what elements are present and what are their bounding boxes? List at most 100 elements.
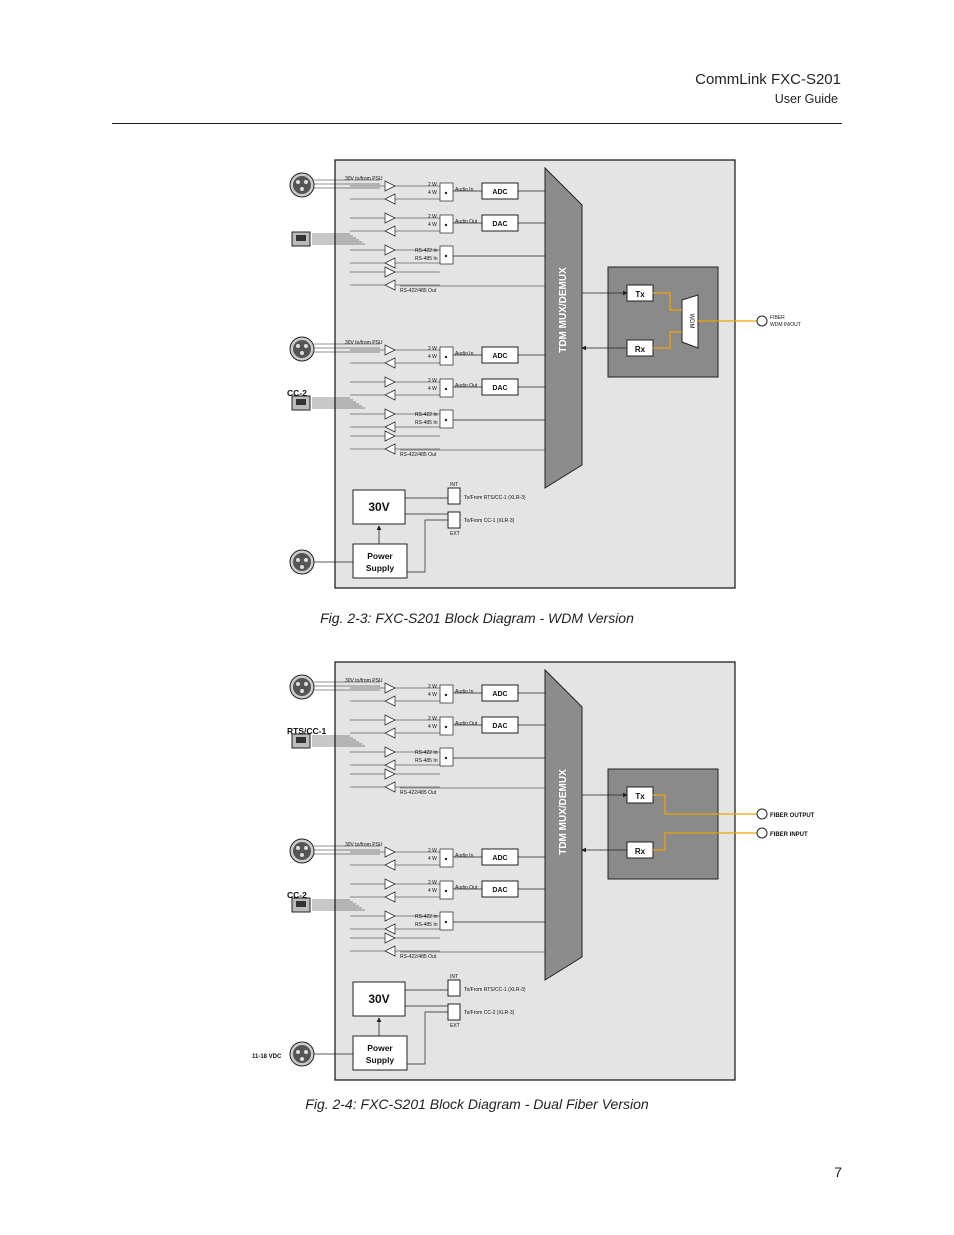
wire-label: 2 W [428, 848, 437, 854]
signal-label: Audio Out [455, 721, 478, 727]
adc-label: ADC [492, 855, 507, 862]
signal-label: RS-422/485 Out [400, 954, 437, 960]
int-ext-switch [447, 1003, 461, 1021]
wire-label: 2 W [428, 684, 437, 690]
wire-label: 4 W [428, 386, 437, 392]
block-diagram: RTS/CC-1 30V to/from PSU 2 W 4 W Audio In 2 W… [252, 661, 815, 1081]
tdm-mux-block [544, 166, 583, 489]
tx-label: Tx [635, 290, 645, 299]
mux-label: TDM MUX/DEMUX [558, 769, 569, 855]
power-label: Power [367, 551, 393, 561]
wire-label: RS-485 In [415, 758, 438, 764]
dac-label: DAC [492, 221, 507, 228]
wire-label: RS-485 In [415, 256, 438, 262]
signal-label: Audio In [455, 853, 474, 859]
fiber-label: WDM IN/OUT [770, 322, 801, 328]
adc-label: ADC [492, 353, 507, 360]
wire-label: 4 W [428, 354, 437, 360]
power-supply-block [352, 543, 408, 579]
rj45-connector-icon [291, 897, 311, 913]
figure-dual-fiber-caption: Fig. 2-4: FXC-S201 Block Diagram - Dual … [305, 1096, 649, 1112]
signal-label: Audio In [455, 187, 474, 193]
signal-label: Audio In [455, 689, 474, 695]
dac-label: DAC [492, 385, 507, 392]
power-input-connector-icon [289, 1041, 315, 1067]
wire-label: 4 W [428, 692, 437, 698]
wire-label: RS-422 In [415, 750, 438, 756]
wire-label: 4 W [428, 222, 437, 228]
signal-label: Audio Out [455, 219, 478, 225]
wire-label: 2 W [428, 346, 437, 352]
power-supply-block [352, 1035, 408, 1071]
port-label: CC-2 [287, 890, 307, 900]
fiber-connector-icon [756, 808, 768, 820]
xlr-connector-icon [289, 172, 315, 198]
wire-label: 4 W [428, 724, 437, 730]
optical-module [607, 266, 719, 378]
ext-ref-label: To/From RTS/CC-1 (XLR-3) [464, 987, 526, 993]
rj45-connector-icon [291, 231, 311, 247]
block-diagram: 30V to/from PSU 2 W 4 W Audio In 2 W 4 W Audio… [287, 159, 801, 589]
supply-label: Supply [366, 1055, 395, 1065]
page-number: 7 [834, 1164, 842, 1180]
wire-label: 4 W [428, 856, 437, 862]
adc-label: ADC [492, 189, 507, 196]
figure-dual-fiber-diagram: RTS/CC-1 30V to/from PSU 2 W 4 W Audio In 2 W… [250, 652, 850, 1097]
dac-label: DAC [492, 723, 507, 730]
int-ext-switch [447, 511, 461, 529]
fiber-label: FIBER INPUT [770, 832, 808, 838]
psu-input-label: 11-18 VDC [252, 1054, 282, 1060]
wire-label: RS-422 In [415, 914, 438, 920]
fiber-connector-icon [756, 315, 768, 327]
fiber-connector-icon [756, 827, 768, 839]
adc-label: ADC [492, 691, 507, 698]
wdm-label: WDM [688, 314, 694, 329]
power-note: 30V to/from PSU [345, 176, 383, 182]
header-rule [112, 123, 842, 124]
rx-label: Rx [635, 847, 646, 856]
int-label: INT [450, 482, 458, 488]
signal-label: RS-422/485 Out [400, 288, 437, 294]
rj45-connector-icon [291, 395, 311, 411]
tx-label: Tx [635, 792, 645, 801]
int-ext-switch [447, 487, 461, 505]
power-note: 30V to/from PSU [345, 340, 383, 346]
xlr-connector-icon [289, 336, 315, 362]
power-input-connector-icon [289, 549, 315, 575]
ext-ref-label: To/From CC-2 (XLR-3) [464, 1010, 515, 1016]
int-ext-switch [447, 979, 461, 997]
figure-wdm-diagram: 30V to/from PSU 2 W 4 W Audio In 2 W 4 W Audio… [250, 150, 850, 605]
signal-label: RS-422/485 Out [400, 452, 437, 458]
ext-label: EXT [450, 1023, 460, 1029]
supply-label: Supply [366, 563, 395, 573]
v30-label: 30V [368, 992, 389, 1006]
v30-label: 30V [368, 500, 389, 514]
tdm-mux-block [544, 668, 583, 981]
power-label: Power [367, 1043, 393, 1053]
int-label: INT [450, 974, 458, 980]
header-title: CommLink FXC-S201 [695, 71, 841, 88]
power-note: 30V to/from PSU [345, 678, 383, 684]
wire-label: 4 W [428, 888, 437, 894]
signal-label: Audio Out [455, 885, 478, 891]
wire-label: 2 W [428, 214, 437, 220]
ext-ref-label: To/From CC-1 (XLR-3) [464, 518, 515, 524]
ext-ref-label: To/From RTS/CC-1 (XLR-3) [464, 495, 526, 501]
wire-label: 4 W [428, 190, 437, 196]
signal-label: Audio Out [455, 383, 478, 389]
rx-label: Rx [635, 345, 646, 354]
mux-label: TDM MUX/DEMUX [558, 267, 569, 353]
wire-label: 2 W [428, 880, 437, 886]
v30-block [352, 981, 406, 1017]
fiber-label: FIBER [770, 315, 785, 321]
rj45-connector-icon [291, 733, 311, 749]
power-note: 30V to/from PSU [345, 842, 383, 848]
fiber-label: FIBER OUTPUT [770, 813, 815, 819]
signal-label: RS-422/485 Out [400, 790, 437, 796]
xlr-connector-icon [289, 838, 315, 864]
v30-block [352, 489, 406, 525]
wire-label: RS-422 In [415, 248, 438, 254]
wire-label: 2 W [428, 182, 437, 188]
port-label: RTS/CC-1 [287, 726, 326, 736]
wdm-block [681, 294, 699, 349]
